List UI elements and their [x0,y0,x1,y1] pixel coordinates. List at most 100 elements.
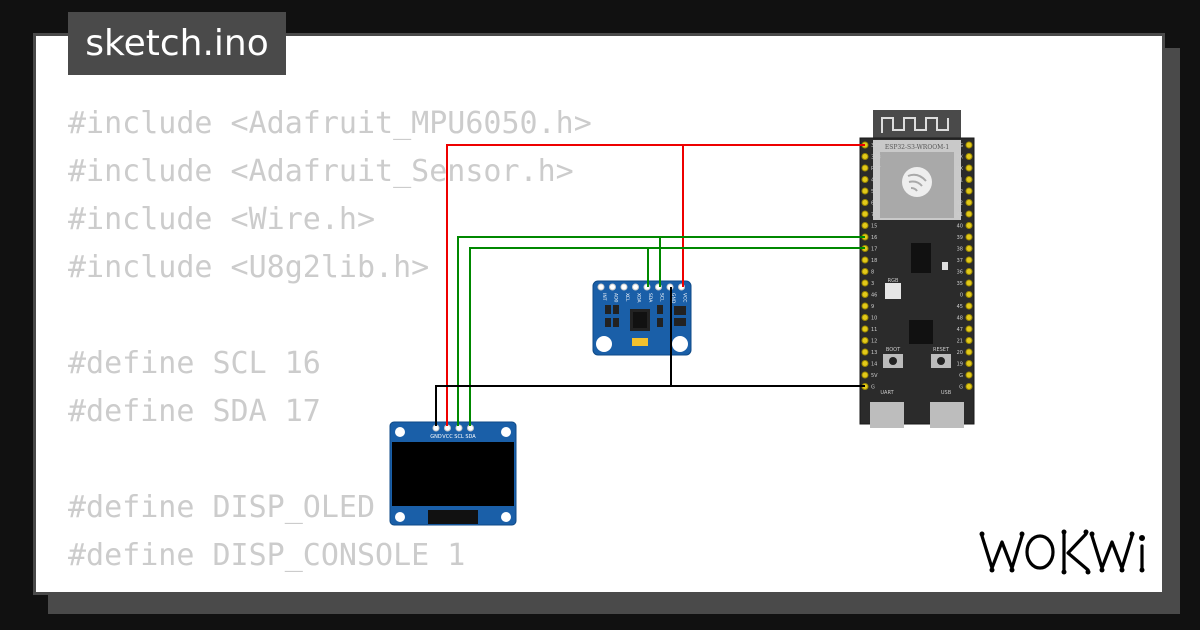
esp32-pin[interactable] [965,199,973,206]
mpu-pin[interactable] [597,283,605,291]
esp32-pin[interactable] [965,383,973,390]
esp32-pin-label: 37 [957,258,963,264]
esp32-pin[interactable] [965,371,973,379]
esp32-pin[interactable] [861,291,869,298]
code-line: #include <Wire.h> [68,202,376,237]
esp32-pin-label: G [959,373,963,379]
esp32-pin-label: 18 [871,258,877,264]
rgb-led [885,283,901,299]
esp32-pin-label: 40 [957,224,963,230]
esp32-pin-label: 13 [871,350,877,356]
esp32-pin[interactable] [965,233,973,241]
mpu-pin[interactable] [609,283,616,291]
esp32-pin-label: 5V [871,373,878,379]
esp32-pin[interactable] [965,348,973,356]
esp32-pin-label: G [871,385,875,391]
oled-screen [392,442,514,506]
esp32-pin[interactable] [965,337,973,344]
esp32-pin[interactable] [861,348,869,356]
esp32-pin-label: 12 [871,339,877,345]
esp32-pin-label: 3 [871,281,874,287]
esp32-pin[interactable] [861,360,869,367]
esp32-pin[interactable] [965,302,973,310]
esp32-pin-label: 0 [960,293,963,299]
esp32-pin[interactable] [965,279,973,287]
esp32-pin[interactable] [861,268,869,275]
esp32-pin[interactable] [965,325,973,333]
esp32-pin[interactable] [861,164,869,172]
esp32-pin-label: 48 [957,316,963,322]
esp32-pin[interactable] [861,222,869,229]
wire-gnd-oled-gnd [435,385,865,426]
esp32-pin-label: 3V3 [871,143,881,149]
esp32-pin[interactable] [965,210,973,218]
oled-pin-label: GND [430,434,442,440]
usb-port [930,402,964,428]
esp32-pin[interactable] [965,141,973,149]
esp32-pin[interactable] [861,337,869,344]
esp32-pin[interactable] [861,325,869,333]
esp32-pin[interactable] [861,210,869,218]
esp32-pin[interactable] [861,302,869,310]
esp32-s3-board[interactable]: ESP32-S3-WROOM-1 RGB BOOT RESET UART USB… [859,110,975,428]
esp32-pin-label: 45 [957,304,963,310]
esp32-pin[interactable] [965,176,973,183]
boot-label: BOOT [886,347,901,353]
esp32-pin-label: 2 [960,189,963,195]
esp32-pin-label: G [959,143,963,149]
esp32-pin-label: 11 [871,327,877,333]
esp32-pin[interactable] [861,187,869,195]
code-line: #define SDA 17 [68,394,321,429]
esp32-pin[interactable] [965,245,973,252]
esp32-pin[interactable] [861,279,869,287]
rgb-label: RGB [888,278,899,284]
esp32-pin[interactable] [965,314,973,321]
file-tab[interactable]: sketch.ino [68,12,286,75]
esp32-pin[interactable] [861,256,869,264]
wire-3v3-mpu-vcc [682,144,865,287]
mpu-pin-label: SCL [659,293,665,302]
mpu-pin-label: VCC [682,293,688,302]
mpu-pin-label: SDA [647,293,653,303]
esp32-pin-label: 39 [957,235,963,241]
esp32-pin-label: 46 [871,293,877,299]
esp32-pin-label: 8 [871,270,874,276]
esp32-pin[interactable] [861,371,869,379]
esp32-pin[interactable] [861,199,869,206]
esp32-pin[interactable] [965,360,973,367]
esp32-pin-label: 14 [871,362,877,368]
esp32-pin-label: 41 [957,212,963,218]
code-line: #include <U8g2lib.h> [68,250,430,285]
esp32-pin-label: G [959,385,963,391]
esp32-pin[interactable] [965,164,973,172]
esp32-pin-label: 42 [957,201,963,207]
esp32-pin-label: 19 [957,362,963,368]
esp32-pin[interactable] [965,153,973,160]
esp32-pin-label: TX [956,155,964,161]
wokwi-logo [979,529,1145,575]
esp32-pin-label: 10 [871,316,877,322]
esp32-pin[interactable] [965,187,973,195]
wire-io16-mpu-scl [659,236,865,287]
esp32-pin[interactable] [861,314,869,321]
esp32-pin-label: 35 [957,281,963,287]
esp32-pin[interactable] [965,222,973,229]
esp32-pin[interactable] [965,268,973,275]
esp32-pin[interactable] [861,176,869,183]
mpu-pin-label: INT [601,293,607,301]
antenna-icon [881,117,949,133]
mpu-pin[interactable] [620,283,628,291]
mpu-pin[interactable] [632,283,639,291]
esp32-pin[interactable] [861,153,869,160]
esp32-pin-label: 15 [871,224,877,230]
esp32-pin-label: 3V3 [871,155,881,161]
code-line: #define DISP_CONSOLE 1 [68,538,466,573]
esp32-pin[interactable] [965,256,973,264]
usb-label: USB [941,390,952,396]
esp32-pin[interactable] [965,291,973,298]
esp32-pin-label: 16 [871,235,877,241]
